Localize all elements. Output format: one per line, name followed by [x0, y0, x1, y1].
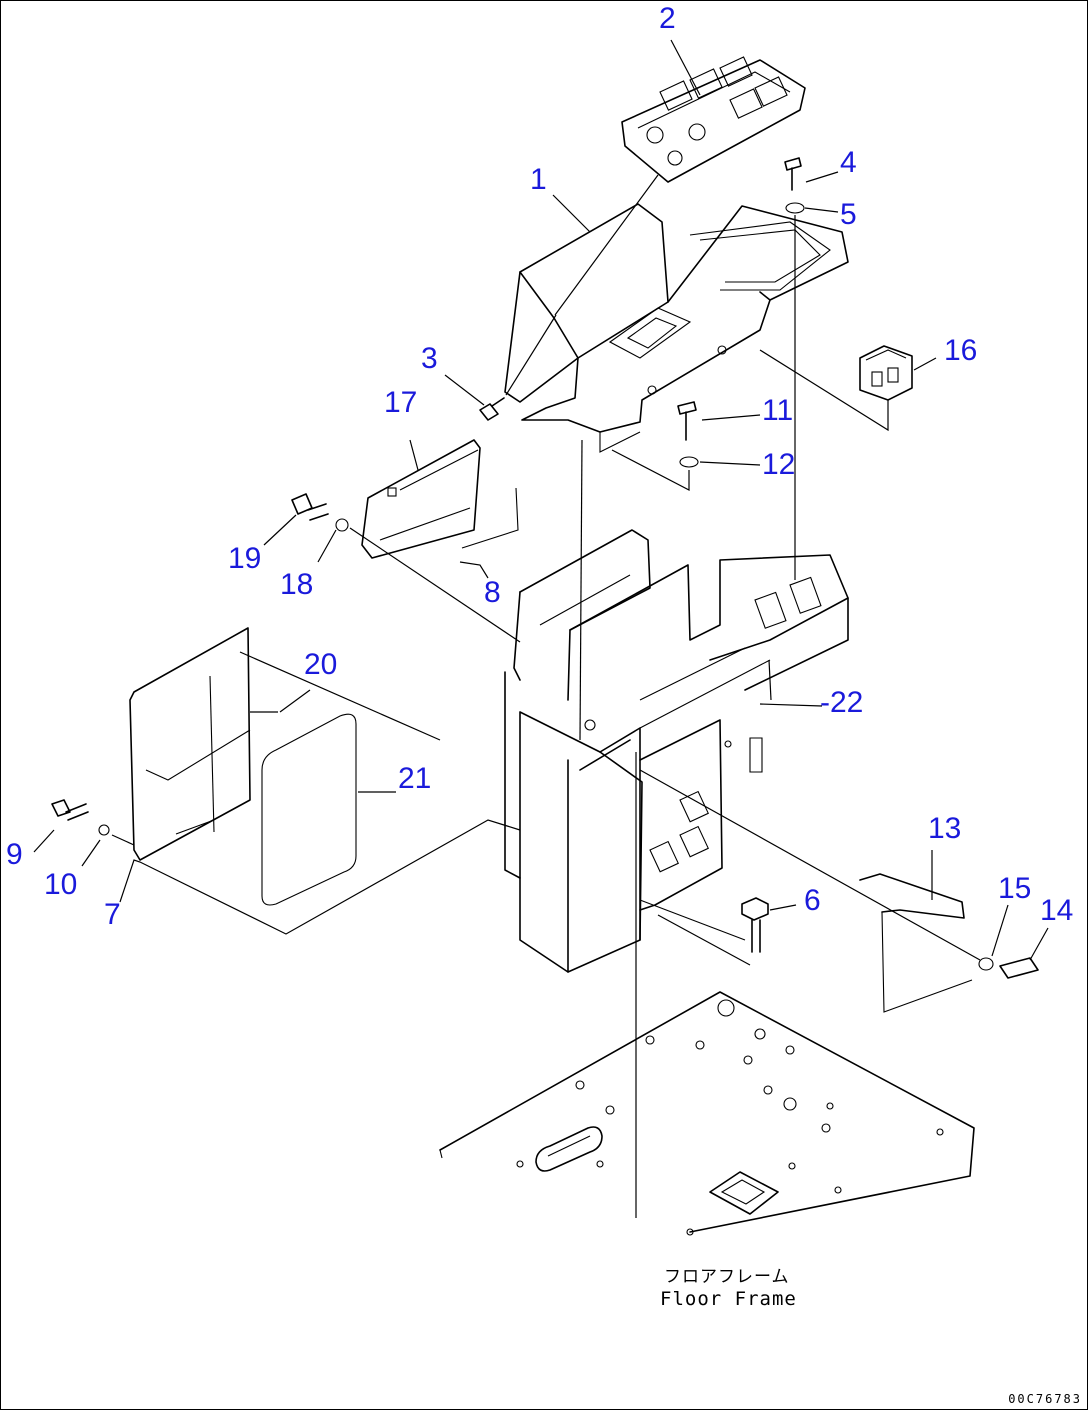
callout-6: 6: [804, 884, 821, 917]
callout-19: 19: [228, 542, 262, 575]
callout-21: 21: [398, 762, 432, 795]
callout-12: 12: [762, 448, 796, 481]
floor-frame-label-jp: フロアフレーム: [664, 1267, 790, 1287]
callout-18: 18: [280, 568, 314, 601]
part-2-switch-panel: [621, 56, 806, 183]
part-6-bolt: [741, 897, 769, 953]
callout-11: 11: [762, 394, 794, 427]
floor-frame: [439, 991, 975, 1236]
callout-15: 15: [998, 872, 1032, 905]
main-console-frame: [504, 529, 849, 973]
fasteners-left: [291, 493, 349, 532]
part-13-bracket: [859, 873, 973, 1013]
callout-20: 20: [304, 648, 338, 681]
part-17-cover: [361, 439, 519, 559]
part-7-side-panel: [129, 627, 251, 861]
callout-5: 5: [840, 198, 857, 231]
floor-frame-label-en: Floor Frame: [660, 1288, 797, 1310]
callout-22: -22: [820, 686, 864, 719]
callout-1: 1: [530, 163, 547, 196]
fasteners-top: [479, 157, 805, 468]
callout-16: 16: [944, 334, 978, 367]
callout-8: 8: [484, 576, 501, 609]
callout-3: 3: [421, 342, 438, 375]
part-21-pad: [261, 713, 357, 906]
callout-10: 10: [44, 868, 78, 901]
callout-13: 13: [928, 812, 962, 845]
callout-17: 17: [384, 386, 418, 419]
callout-2: 2: [659, 2, 676, 35]
part-1-console-cover: [504, 203, 849, 453]
fasteners-14-15: [978, 957, 1039, 979]
callout-4: 4: [840, 146, 857, 179]
part-16-switch: [859, 345, 913, 401]
fasteners-9-10: [51, 799, 110, 836]
callout-7: 7: [104, 898, 121, 931]
drawing-number: 00C76783: [1008, 1392, 1082, 1406]
callout-14: 14: [1040, 894, 1074, 927]
callout-9: 9: [6, 838, 23, 871]
leader-lines: [33, 39, 1049, 1218]
